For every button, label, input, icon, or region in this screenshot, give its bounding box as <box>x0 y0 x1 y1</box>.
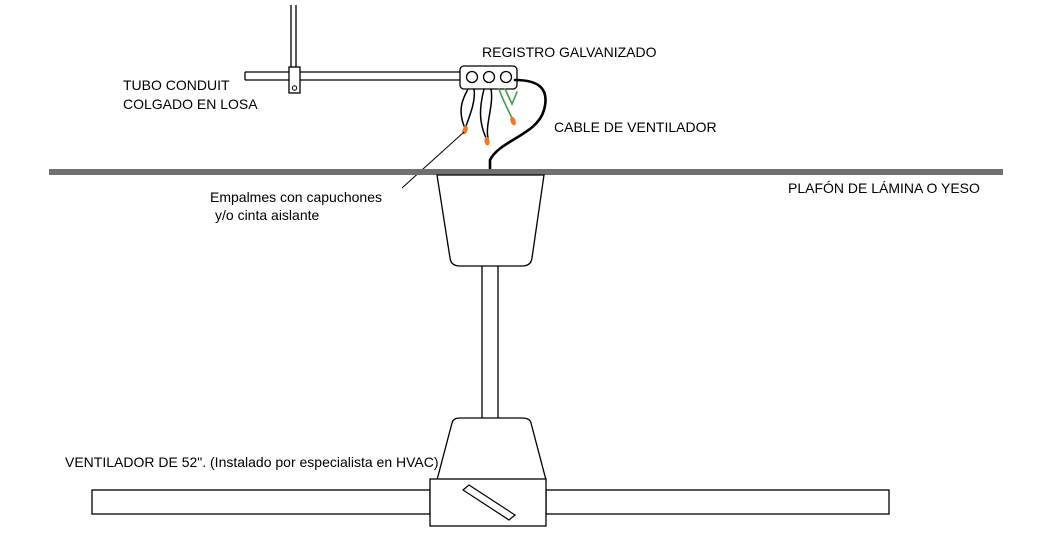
fan-downrod <box>481 266 499 418</box>
fan-hub-slot <box>461 484 517 521</box>
label-plafon: PLAFÓN DE LÁMINA O YESO <box>788 180 980 196</box>
label-cinta-aislante: y/o cinta aislante <box>215 207 319 223</box>
horizontal-conduit <box>244 71 460 81</box>
splice-wires <box>460 78 547 173</box>
label-tubo-conduit: TUBO CONDUIT <box>123 77 230 93</box>
fan-canopy <box>436 174 545 267</box>
label-cable-de-ventilador: CABLE DE VENTILADOR <box>554 119 717 135</box>
vertical-conduit <box>290 5 297 68</box>
fan-motor-housing <box>436 417 547 481</box>
fan-blade-left <box>91 489 431 515</box>
junction-box <box>459 65 518 90</box>
conduit-clamp <box>288 66 301 94</box>
leader-lines <box>401 131 465 189</box>
fan-blade-right <box>545 489 890 515</box>
label-ventilador: VENTILADOR DE 52". (Instalado por especi… <box>65 454 439 470</box>
label-empalmes: Empalmes con capuchones <box>210 189 382 205</box>
label-registro-galvanizado: REGISTRO GALVANIZADO <box>482 44 657 60</box>
ceiling-line <box>49 169 1003 175</box>
wire-caps <box>462 116 516 146</box>
label-colgado-en-losa: COLGADO EN LOSA <box>123 96 258 112</box>
